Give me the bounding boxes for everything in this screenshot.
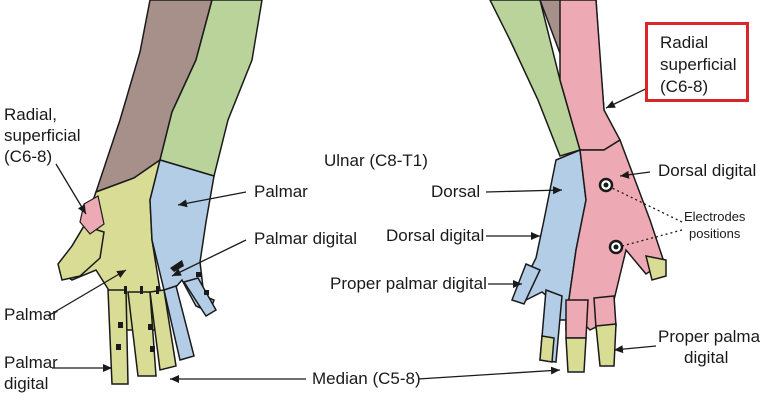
highlight-box	[645, 22, 749, 102]
right-hand	[489, 0, 667, 373]
label-palmar-digital-left: Palmar digital	[4, 352, 58, 394]
label-dorsal-digital-right: Dorsal digital	[658, 161, 757, 180]
right-little-finger	[511, 263, 542, 305]
label-line: superficial	[4, 126, 81, 145]
label-proper-palmar-digital-right: Proper palmar digital	[658, 326, 760, 368]
label-line: Electrodes	[684, 209, 746, 224]
leader-dorsal-digital-right	[619, 170, 651, 179]
electrode-2-dot	[613, 244, 619, 250]
leader-palmar-left	[47, 269, 127, 317]
label-line: digital	[684, 348, 729, 367]
left-hand	[57, 0, 263, 385]
label-electrodes-positions: Electrodes positions	[684, 208, 745, 242]
label-line: Radial,	[4, 105, 57, 124]
label-line: Palmar	[4, 353, 58, 372]
leader-palmar-top	[177, 191, 247, 208]
label-line: superficial	[660, 55, 737, 74]
label-ulnar: Ulnar (C8-T1)	[324, 151, 428, 170]
label-proper-palmar-digital-mid: Proper palmar digital	[330, 274, 487, 293]
right-middle-tip	[565, 337, 587, 373]
label-line: digital	[4, 374, 49, 393]
leader-median-right	[417, 366, 561, 380]
leader-electrode-2	[621, 229, 683, 247]
right-middle-finger	[565, 299, 589, 339]
label-line: (C6-8)	[4, 147, 53, 166]
left-index-finger	[107, 289, 129, 385]
right-index-finger	[593, 295, 617, 329]
label-radial-superficial-box: Radial superficial (C6-8)	[660, 32, 737, 98]
label-palmar-top: Palmar	[254, 182, 308, 201]
left-radial-patch	[79, 195, 105, 235]
leader-radial-left	[55, 163, 87, 215]
leader-palmar-digital-top	[171, 239, 247, 277]
left-thumb	[57, 225, 105, 281]
label-line: (C6-8)	[660, 77, 709, 96]
left-ring-finger-median	[149, 289, 177, 371]
right-index-tip	[595, 323, 617, 367]
label-palmar-digital-top: Palmar digital	[254, 229, 357, 248]
right-forearm-green	[489, 0, 581, 157]
label-line: positions	[689, 226, 741, 241]
label-radial-superficial-left: Radial, superficial (C6-8)	[4, 104, 81, 167]
leader-dorsal	[485, 186, 563, 195]
label-line: Proper palmar	[658, 327, 760, 346]
left-ring-finger-ulnar	[163, 285, 195, 361]
label-palmar-left: Palmar	[4, 305, 58, 324]
label-dorsal-digital-mid: Dorsal digital	[386, 226, 485, 245]
label-dorsal: Dorsal	[431, 182, 481, 201]
left-little-finger	[182, 277, 218, 318]
electrode-1-dot	[603, 182, 609, 188]
leader-proper-palmar-right	[613, 345, 657, 354]
right-thumb-tip	[644, 255, 667, 281]
right-ring-tip	[539, 335, 555, 363]
label-line: Radial	[660, 33, 709, 52]
label-median: Median (C5-8)	[312, 369, 421, 388]
